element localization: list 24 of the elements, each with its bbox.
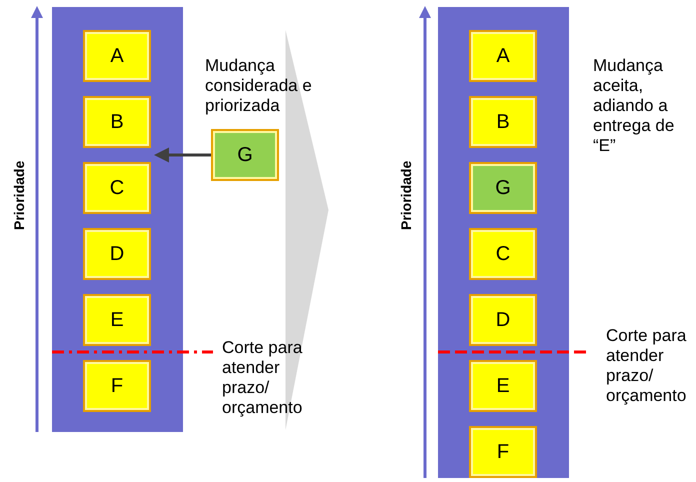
task-card: F <box>83 360 151 412</box>
task-card: C <box>83 162 151 214</box>
task-card: E <box>469 360 537 412</box>
task-card: F <box>469 426 537 478</box>
priority-column <box>52 7 183 432</box>
note-text: Corte para atender prazo/ orçamento <box>222 338 304 418</box>
task-card: E <box>83 294 151 346</box>
arrow <box>154 148 211 162</box>
task-card: D <box>469 294 537 346</box>
task-card: G <box>469 162 537 214</box>
task-card: G <box>211 129 279 181</box>
task-card: B <box>83 96 151 148</box>
task-card: D <box>83 228 151 280</box>
task-card: A <box>83 30 151 82</box>
note-text: Corte para atender prazo/ orçamento <box>606 326 688 406</box>
transition-arrow <box>286 30 328 430</box>
axis-label: Prioridade <box>11 160 27 230</box>
note-text: Mudança aceita, adiando a entrega de “E” <box>593 56 676 156</box>
task-card: B <box>469 96 537 148</box>
note-text: Mudança considerada e priorizada <box>205 56 313 116</box>
priority-column <box>438 7 569 478</box>
task-card: A <box>469 30 537 82</box>
axis-label: Prioridade <box>398 160 414 230</box>
task-card: C <box>469 228 537 280</box>
